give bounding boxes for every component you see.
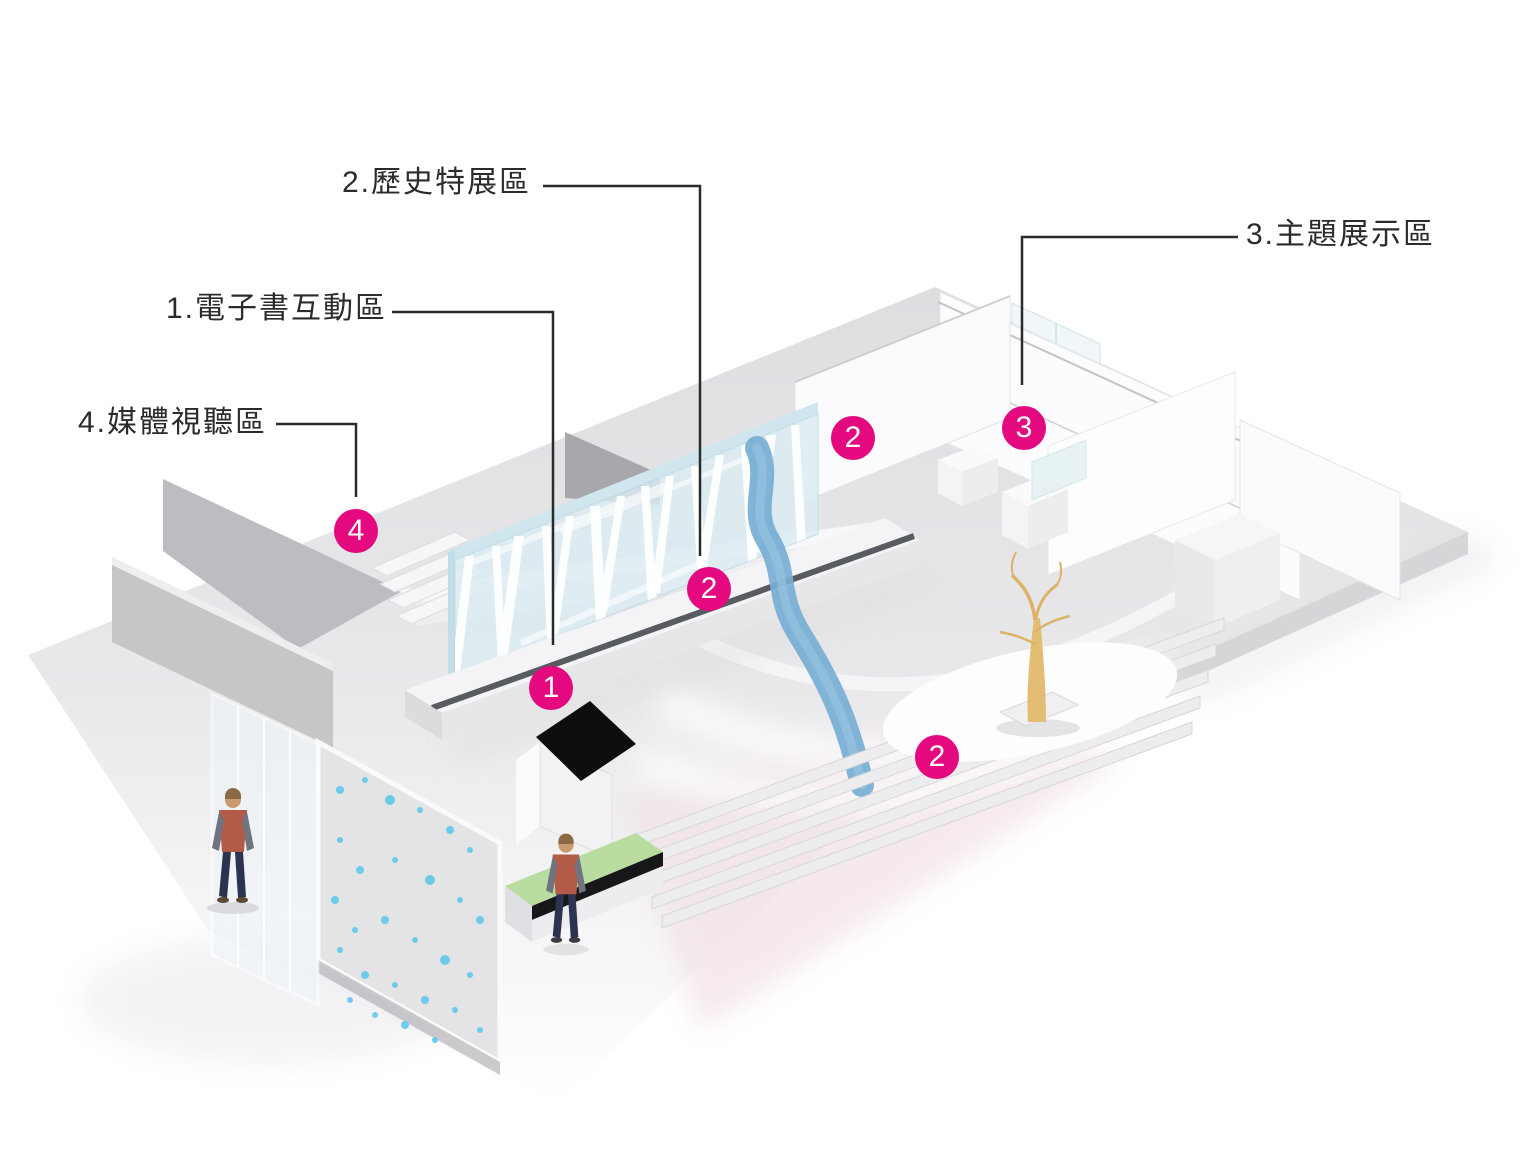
ebook-kiosk [516,701,636,861]
glass-display-case [1031,439,1087,501]
leader-line-area3 [1020,235,1238,385]
marker-area-4: 4 [334,509,378,553]
partition-wall-right [1239,419,1401,601]
label-area-1-ebook: 1.電子書互動區 [166,292,388,325]
golden-tree-sculpture [999,551,1071,722]
leader-lines [276,184,1238,645]
visitor-figure [207,788,259,914]
marker-area-2-south: 2 [915,735,959,779]
marker-area-2-center: 2 [687,567,731,611]
label-area-3-theme: 3.主題展示區 [1246,218,1436,251]
display-cube [938,446,998,506]
leader-line-area1 [392,310,555,645]
media-dot-wall [315,737,503,1075]
leader-line-area4 [276,422,358,497]
marker-area-3: 3 [1002,406,1046,450]
display-box-large [1175,514,1280,628]
theme-display-area [794,291,1401,628]
media-room [80,691,503,1075]
blue-ribbon [745,436,874,797]
leader-line-area2 [543,184,702,556]
marker-area-1: 1 [529,666,573,710]
label-area-4-media: 4.媒體視聽區 [78,406,268,439]
marker-area-2-north: 2 [831,416,875,460]
label-area-2-history: 2.歷史特展區 [342,166,532,199]
green-table [505,833,663,942]
visitor-figure [543,833,589,956]
